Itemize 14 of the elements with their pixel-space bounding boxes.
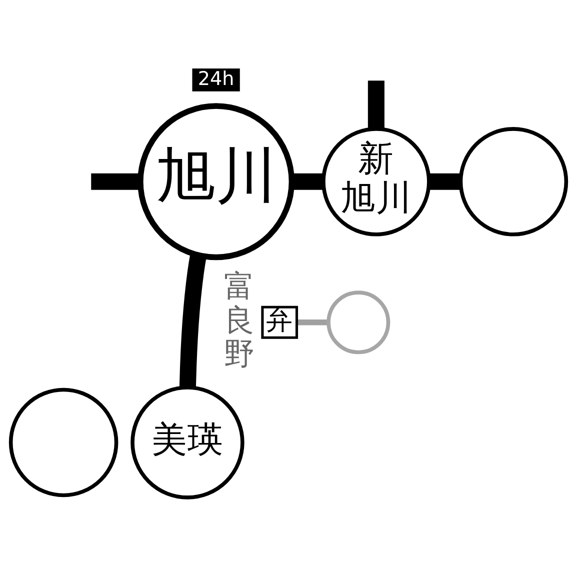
node-circle xyxy=(458,127,568,236)
node-box: 24h xyxy=(192,68,240,92)
node-circle xyxy=(326,290,390,354)
node-circle xyxy=(8,388,118,498)
connector xyxy=(429,173,461,190)
node-circle: 旭川 xyxy=(138,103,295,260)
connector xyxy=(368,80,384,129)
connector xyxy=(179,254,207,388)
edge-label: 富良野 xyxy=(224,270,256,372)
node-circle: 美瑛 xyxy=(130,386,244,500)
node-box: 弁 xyxy=(261,306,298,339)
connector xyxy=(296,320,328,326)
connector xyxy=(292,173,324,190)
node-circle: 新旭川 xyxy=(322,127,431,236)
